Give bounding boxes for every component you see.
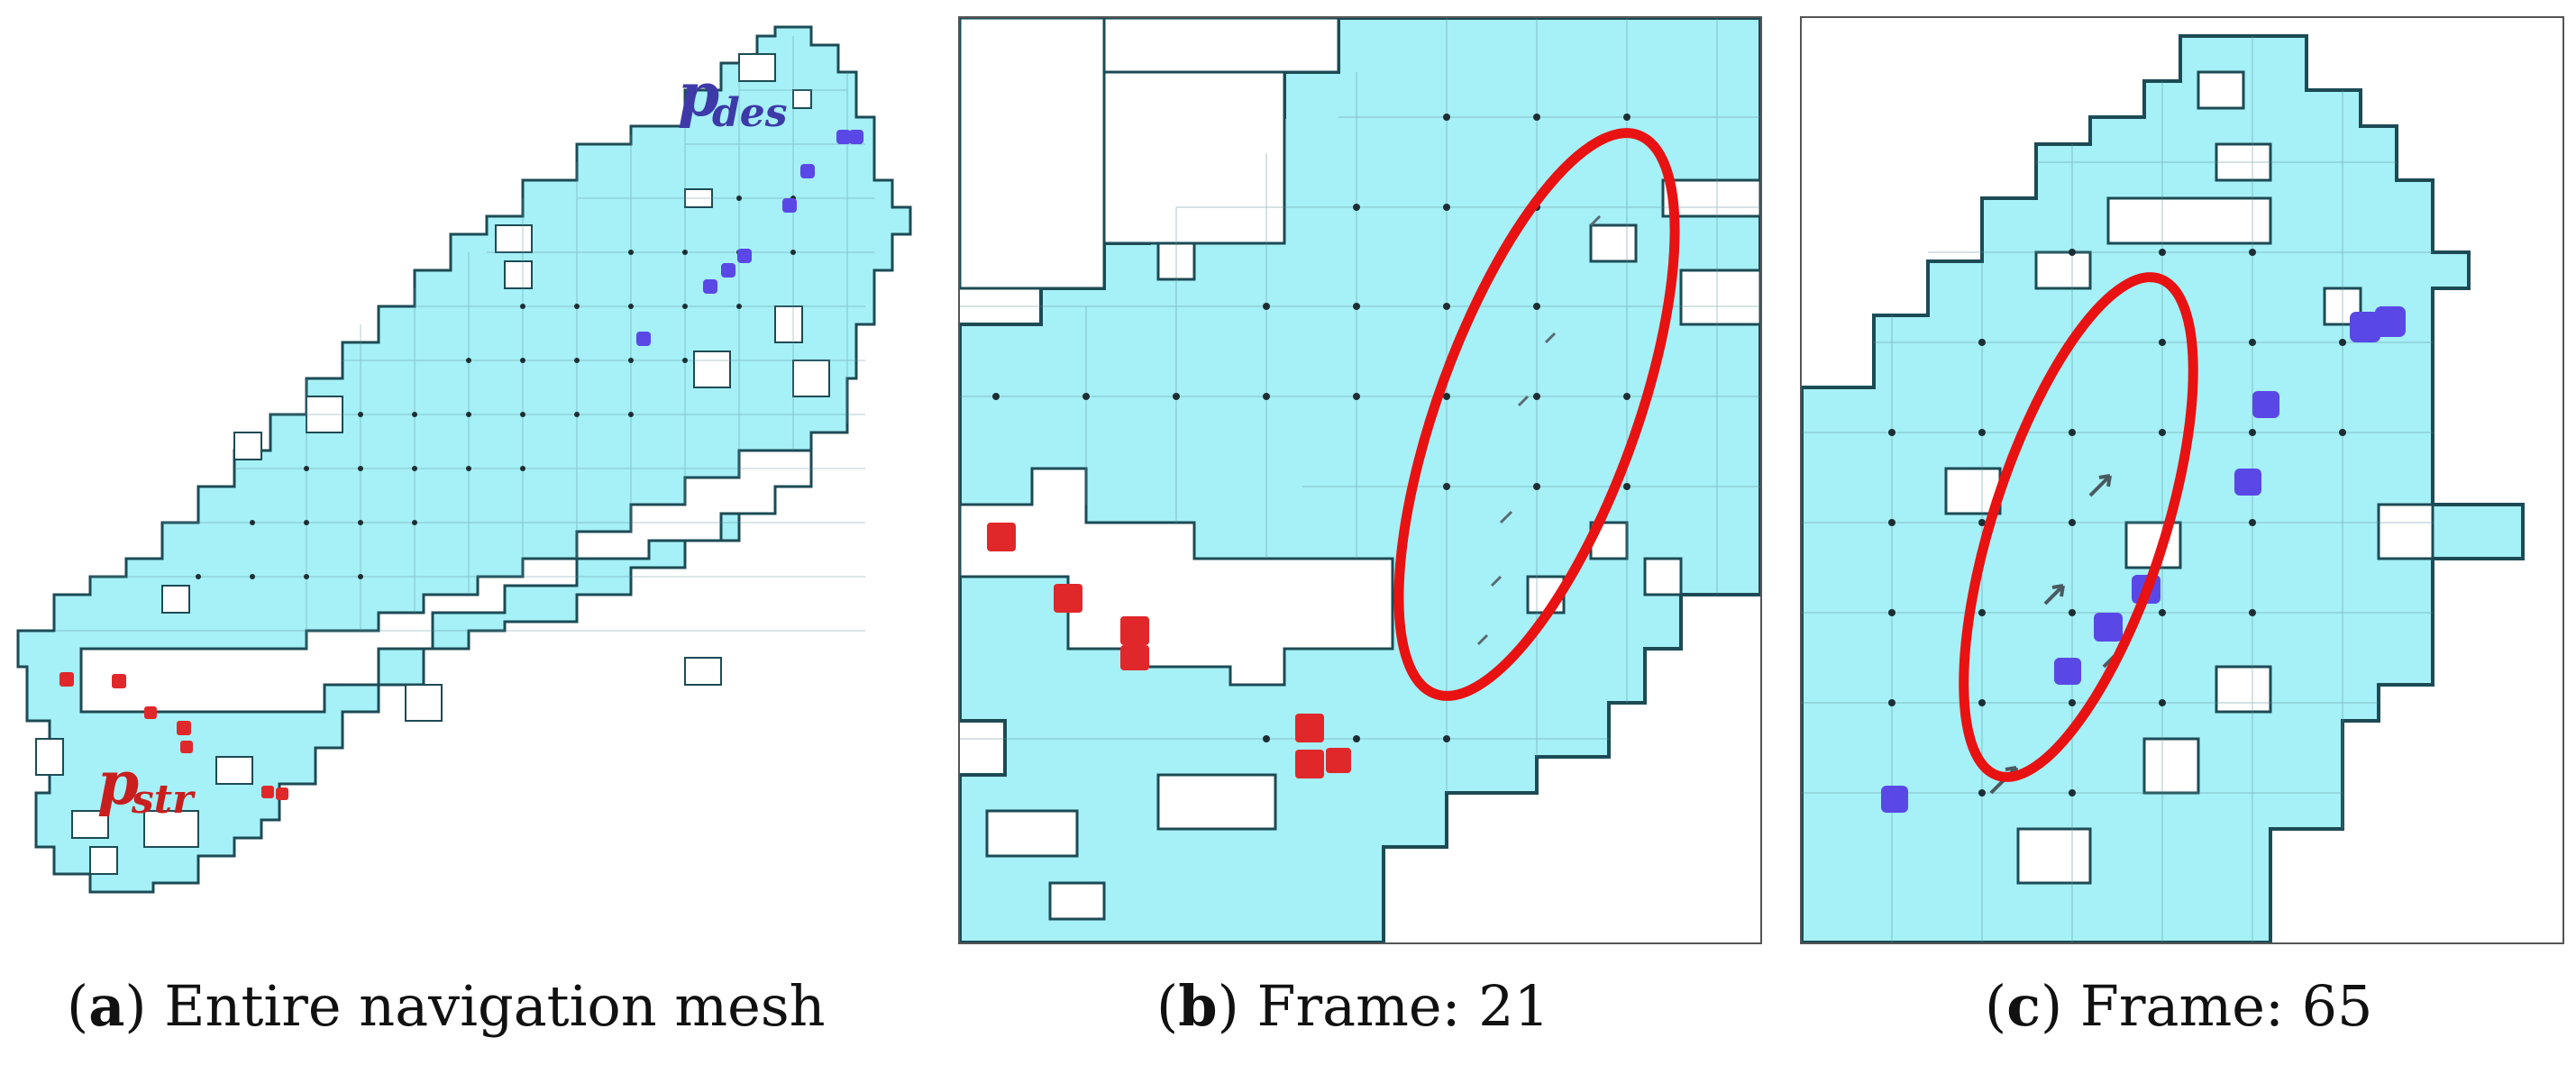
navigation-mesh-overview: p str p des [16,25,912,894]
svg-text:des: des [712,90,788,136]
caption-panel-a-label: a [88,973,125,1039]
navigation-mesh-frame-65 [1802,34,2525,942]
mesh-nodes [992,114,1631,742]
start-label: p str [97,748,196,823]
caption-panel-a: (a) Entire navigation mesh [67,973,826,1039]
start-agents [987,523,1351,778]
panel-frame-21 [958,16,1762,944]
caption-panel-b-label: b [1178,973,1218,1039]
mesh-holes [1944,70,2434,885]
caption-panel-c: (c) Frame: 65 [1985,973,2373,1039]
svg-text:p: p [678,59,719,130]
svg-text:str: str [131,777,196,823]
mesh-hole [79,449,813,714]
svg-text:p: p [97,748,139,818]
goal-agents [1881,306,2406,813]
mesh-small-holes [35,53,830,875]
mesh-holes [960,18,1760,921]
caption-panel-c-label: c [2006,973,2041,1039]
highlight-ellipse [1393,128,1680,701]
panel-entire-navigation-mesh: p str p des [0,0,928,955]
agent-trajectory-markers [1476,214,1602,646]
goal-label: p des [678,59,788,136]
mesh-grid [1802,36,2433,942]
start-agents [59,672,288,800]
goal-agents [636,130,863,346]
caption-panel-b-text: Frame: 21 [1256,973,1550,1039]
mesh-nodes [196,196,796,579]
caption-panel-b: (b) Frame: 21 [1156,973,1550,1039]
highlight-ellipse [1959,272,2198,782]
navigation-mesh-frame-21 [960,18,1760,942]
panel-frame-65 [1800,16,2564,944]
caption-panel-c-text: Frame: 65 [2079,973,2373,1039]
caption-panel-a-text: Entire navigation mesh [164,973,826,1039]
mesh-grid [54,36,874,649]
